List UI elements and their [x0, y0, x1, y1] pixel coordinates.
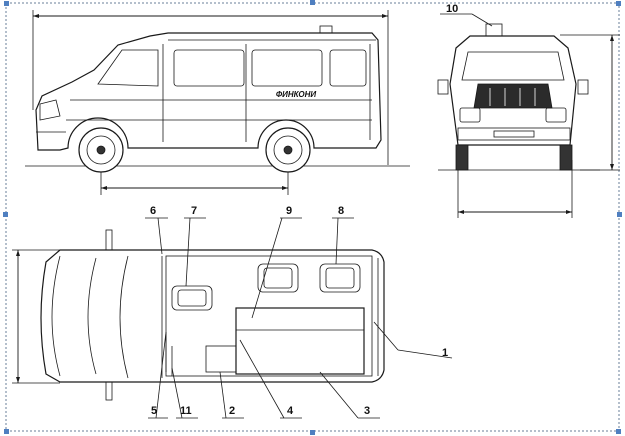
callout-11: 11 — [180, 405, 192, 417]
headlight-left-front — [459, 107, 481, 123]
side-window-3 — [329, 49, 367, 87]
resize-handle-left[interactable] — [3, 212, 8, 217]
side-view: ФИНКОНИ — [25, 10, 410, 195]
front-bumper — [457, 127, 571, 141]
top-view — [12, 229, 385, 401]
callout-10: 10 — [446, 3, 458, 15]
callout-8: 8 — [338, 205, 344, 217]
callout-5: 5 — [151, 405, 157, 417]
mirror-left-top — [105, 229, 113, 251]
callout-9: 9 — [286, 205, 292, 217]
van-body-front — [449, 35, 577, 146]
mirror-right-front — [577, 79, 589, 95]
side-window-1 — [173, 49, 245, 87]
side-window-2 — [251, 49, 323, 87]
callout-7: 7 — [191, 205, 197, 217]
equipment-block-2 — [205, 345, 237, 373]
windshield — [97, 49, 159, 87]
headlight-side — [39, 99, 61, 121]
van-body-top — [40, 249, 385, 383]
roof-beacon-side — [319, 25, 333, 34]
roof-beacon-front — [485, 23, 503, 37]
callout-2: 2 — [229, 405, 235, 417]
right-wheel-front — [559, 144, 573, 171]
mirror-left-front — [437, 79, 449, 95]
resize-handle-right[interactable] — [617, 212, 622, 217]
front-view — [437, 23, 620, 218]
resize-handle-bottom-right[interactable] — [616, 429, 621, 434]
license-plate — [493, 130, 535, 138]
left-wheel-front — [455, 144, 469, 171]
seat-item-7 — [171, 285, 213, 311]
windshield-front — [461, 51, 565, 81]
resize-handle-bottom[interactable] — [310, 430, 315, 435]
headlight-right-front — [545, 107, 567, 123]
leader-lines — [145, 13, 493, 419]
grille — [473, 83, 553, 109]
resize-handle-top-right[interactable] — [616, 1, 621, 6]
callout-6: 6 — [150, 205, 156, 217]
van-body-side — [35, 32, 382, 151]
side-lettering: ФИНКОНИ — [276, 90, 317, 99]
resize-handle-bottom-left[interactable] — [4, 429, 9, 434]
callout-1: 1 — [442, 347, 448, 359]
seat-item-8 — [319, 263, 361, 293]
selection-frame[interactable] — [5, 2, 620, 432]
resize-handle-top[interactable] — [310, 0, 315, 5]
callout-3: 3 — [364, 405, 370, 417]
mirror-right-top — [105, 381, 113, 401]
equipment-block-3 — [235, 307, 365, 375]
callout-4: 4 — [287, 405, 294, 417]
resize-handle-top-left[interactable] — [4, 1, 9, 6]
windshield-top — [119, 255, 129, 379]
cargo-floor — [165, 255, 373, 377]
